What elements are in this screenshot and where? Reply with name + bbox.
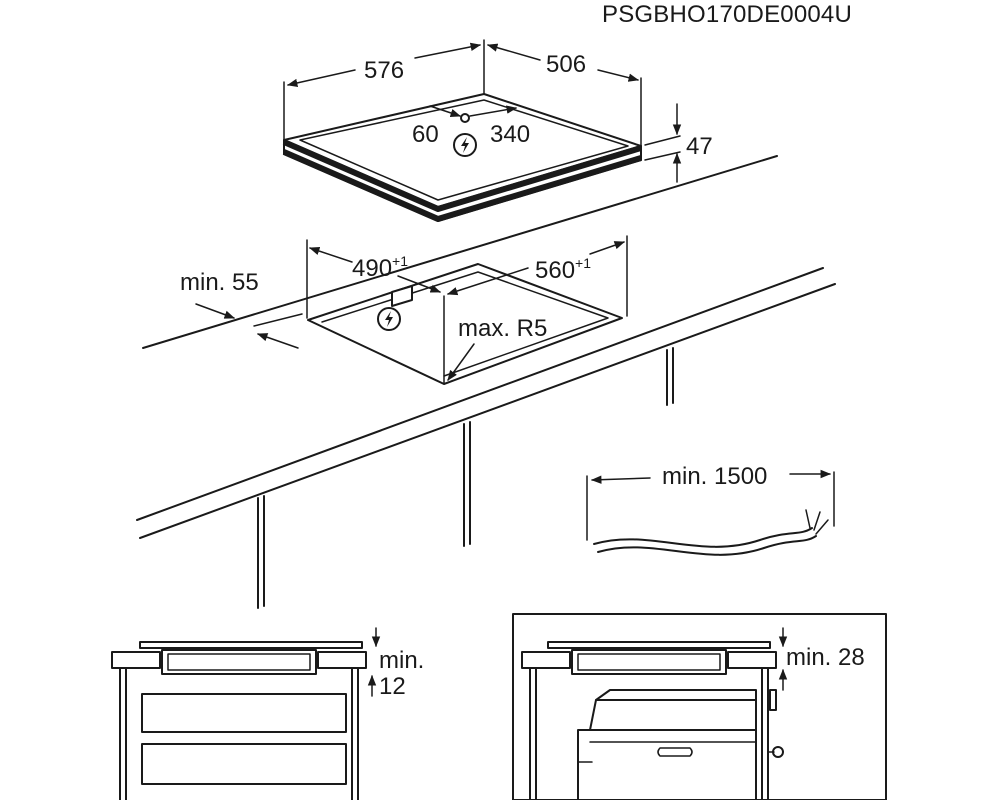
hob-width-label: 576 [364,57,404,84]
drawer-min-value: 12 [379,673,406,700]
cutout-depth-dimension: 490+1 [306,239,441,319]
min-edge-distance-label: min. 55 [180,269,259,296]
cable-length-label: min. 1500 [662,463,767,490]
cutout-width-label: 560+1 [535,255,591,284]
hob-depth-label: 506 [546,51,586,78]
drawer-installation-illustration: min. 12 [111,627,424,800]
cutout-illustration [307,263,623,385]
electrical-hazard-icon [453,133,477,157]
worktop-illustration [136,155,836,609]
max-radius-label: max. R5 [458,315,547,342]
product-code: PSGBHO170DE0004U [602,1,852,28]
hob-width-dimension: 576 [283,39,485,141]
hob-illustration [282,93,642,222]
hob-height-label: 47 [686,133,713,160]
max-radius-annotation: max. R5 [447,315,547,381]
oven-min-label: min. 28 [786,644,865,671]
hob-depth-dimension: 506 [486,43,642,147]
offset-right-label: 340 [490,121,530,148]
electrical-hazard-icon [377,307,401,331]
hob-height-dimension: 47 [644,103,713,183]
oven-installation-illustration: min. 28 [512,613,887,800]
drawer-min-label: min. [379,647,424,674]
connection-offset-dimension: 60 340 [412,105,530,148]
cable-illustration: min. 1500 [586,463,835,556]
cutout-depth-label: 490+1 [352,253,408,282]
min-edge-distance-dimension: min. 55 [180,269,303,349]
offset-left-label: 60 [412,121,439,148]
cutout-width-dimension: 560+1 [447,235,628,317]
